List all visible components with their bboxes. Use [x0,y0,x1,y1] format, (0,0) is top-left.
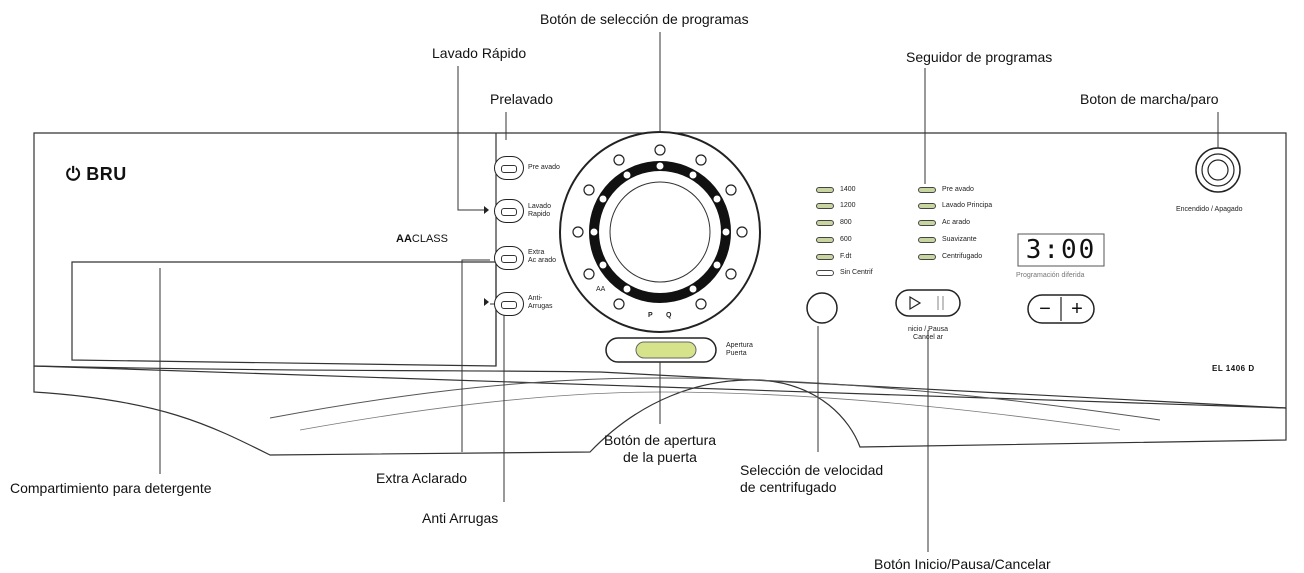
delay-caption: Programación diferida [1016,272,1085,279]
spin-label-1400: 1400 [840,186,856,193]
spin-led-600 [816,237,834,243]
energy-class: AACLASS [396,233,448,245]
quick-wash-button[interactable] [494,199,524,223]
prewash-button-label: Pre avado [528,164,560,171]
spin-led-1400 [816,187,834,193]
dial-label-text: AA [596,286,606,293]
spin-label-1200: 1200 [840,202,856,209]
start-pause-button [895,289,961,317]
start-pause-label: nicio / Pausa Cancel ar [907,326,949,341]
callout-lines [159,32,1219,552]
energy-class-strong: AA [396,233,412,245]
detergent-drawer [71,261,497,367]
callout-quick-wash: Lavado Rápido [432,45,527,61]
quick-wash-button-label: Lavado Rapido [528,203,551,218]
follower-led-spin [918,254,936,260]
power-button-label: Encendido / Apagado [1176,206,1243,213]
spin-knob [806,292,838,324]
dial-label: AA [596,286,605,294]
model-label: EL 1406 D [1212,364,1255,373]
dial-program-marks [590,162,730,293]
spin-led-none [816,270,834,276]
brand-name: BRU [86,164,127,184]
follower-led-prewash [918,187,936,193]
follower-label-main-wash: Lavado Principa [942,202,993,209]
follower-label-softener: Suavizante [942,236,977,243]
callout-program-selector: Botón de selección de programas [540,11,749,27]
skirt-curve-inner [269,377,1161,421]
callout-start-pause: Botón Inicio/Pausa/Cancelar [874,556,1051,572]
delay-minus-button[interactable]: − [1039,298,1051,320]
brand-logo: ⏻ BRU [66,164,127,185]
callout-spin: Selección de velocidad de centrifugado [740,462,884,495]
follower-label-spin: Centrifugado [942,253,983,260]
anti-wrinkle-button[interactable] [494,292,524,316]
prewash-button[interactable] [494,156,524,180]
follower-label-prewash: Pre avado [942,186,974,193]
anti-wrinkle-button-label: Anti- Arrugas [528,295,553,310]
extra-rinse-button-label: Extra Ac arado [528,249,557,264]
callout-anti-wrinkle: Anti Arrugas [422,510,499,526]
follower-led-softener [918,237,936,243]
callout-extra-rinse: Extra Aclarado [376,470,468,486]
pause-icon [934,295,948,311]
follower-label-rinse: Ac arado [942,219,971,226]
delay-plus-button[interactable]: + [1071,298,1083,320]
delay-display-frame [1017,233,1105,267]
dial-bottom-label: Q [666,312,672,319]
spin-label-fdt: F.dt [840,253,852,260]
dial-pointer-label: P [648,312,653,319]
door-button-label: Apertura Puerta [726,342,753,357]
door-button[interactable] [606,338,716,362]
power-button[interactable] [1196,148,1240,192]
energy-class-rest: CLASS [411,233,448,245]
dial-outer-icons [572,144,748,310]
quick-wash-arrow-icon [484,206,489,214]
spin-led-1200 [816,203,834,209]
panel-skirt-top [33,365,1287,409]
callout-prewash: Prelavado [490,91,554,107]
spin-led-800 [816,220,834,226]
extra-rinse-button[interactable] [494,246,524,270]
callout-detergent: Compartimiento para detergente [10,480,212,496]
callout-door: Botón de apertura de la puerta [603,432,717,465]
spin-led-fdt [816,254,834,260]
anti-wrinkle-arrow-icon [484,298,489,306]
follower-led-main-wash [918,203,936,209]
spin-select-button[interactable] [807,293,837,323]
play-icon [906,295,922,311]
spin-label-600: 600 [840,236,852,243]
callout-power: Boton de marcha/paro [1080,91,1219,107]
skirt-curve-inner2 [299,391,1121,431]
delay-display: 3:00 [1025,235,1097,265]
spin-label-800: 800 [840,219,852,226]
callout-program-follower: Seguidor de programas [906,49,1053,65]
door-button-highlight [635,341,697,359]
follower-led-rinse [918,220,936,226]
spin-label-none: Sin Centrif [840,269,873,276]
power-symbol-icon: ⏻ [66,164,81,184]
